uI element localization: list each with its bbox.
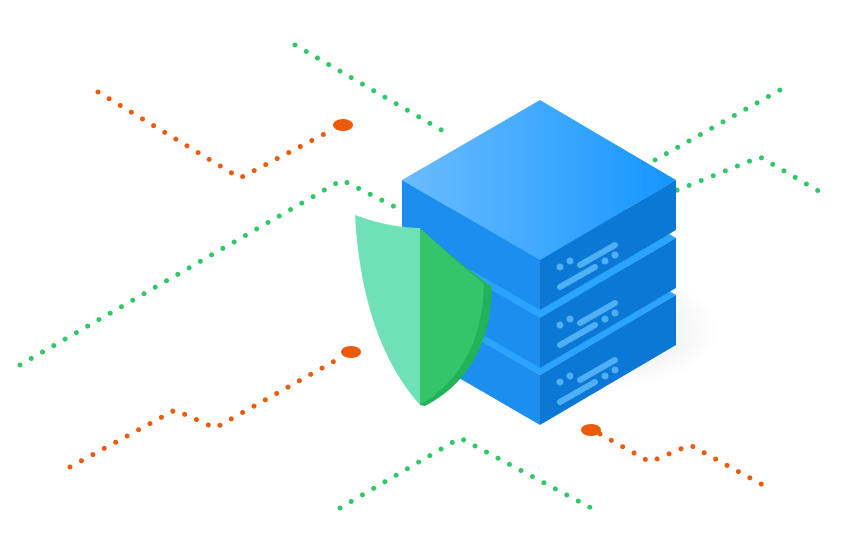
orange-dotted-line <box>597 431 775 493</box>
light-streaks <box>504 24 554 199</box>
orange-node-dot <box>581 424 601 436</box>
server-vent-slot <box>557 264 598 290</box>
server-led <box>556 263 564 271</box>
orange-node-dot <box>333 119 353 131</box>
orange-dotted-line <box>67 355 343 470</box>
server-led <box>611 251 619 259</box>
server-vent-slot <box>557 379 598 405</box>
shield-icon <box>355 215 492 406</box>
server-led <box>566 372 574 380</box>
server-led <box>611 309 619 317</box>
green-dotted-line <box>17 177 408 368</box>
server-top-face <box>402 100 676 260</box>
server-led <box>601 257 609 265</box>
server-led <box>566 257 574 265</box>
server-vent-slot <box>577 242 618 268</box>
green-dotted-line <box>662 154 825 198</box>
server-left-face <box>402 180 540 310</box>
server-led <box>601 372 609 380</box>
green-dotted-line <box>652 87 783 163</box>
server-vent-slot <box>557 322 598 348</box>
green-dotted-line <box>337 435 598 513</box>
server-led <box>611 366 619 374</box>
orange-dotted-line <box>95 89 335 181</box>
orange-node-dot <box>341 346 361 358</box>
server-led <box>601 315 609 323</box>
server-vent-slot <box>577 357 618 383</box>
server-led <box>556 378 564 386</box>
server-vent-slot <box>577 300 618 326</box>
server-led <box>566 315 574 323</box>
server-led <box>556 321 564 329</box>
green-dotted-line <box>292 42 453 138</box>
